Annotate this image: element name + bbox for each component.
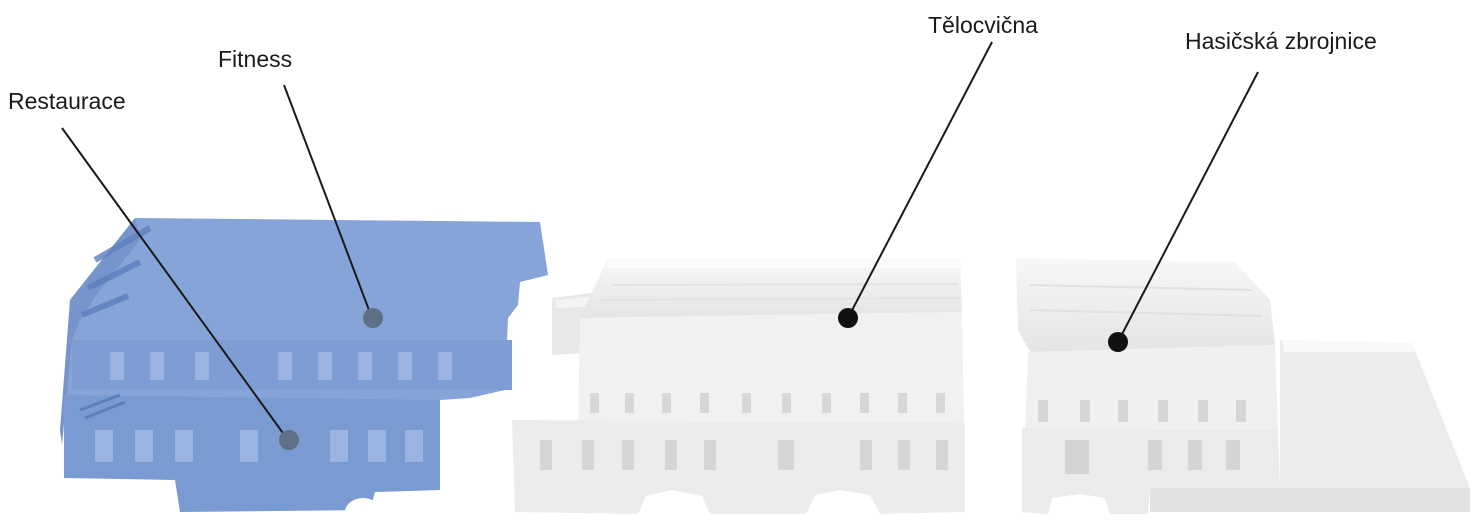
label-fitness: Fitness — [218, 48, 292, 71]
highlighted-building-block — [60, 218, 548, 512]
telocvicna-model — [512, 258, 965, 514]
label-hasicska-zbrojnice: Hasičská zbrojnice — [1185, 30, 1377, 53]
label-telocvicna: Tělocvična — [928, 14, 1038, 37]
marker-hasicska — [1108, 332, 1128, 352]
marker-restaurace — [279, 430, 299, 450]
marker-fitness — [363, 308, 383, 328]
label-restaurace: Restaurace — [8, 90, 126, 113]
hasicska-model — [1016, 258, 1470, 514]
marker-telocvicna — [838, 308, 858, 328]
fitness-volume — [64, 218, 548, 422]
fitness-windows — [110, 352, 452, 380]
